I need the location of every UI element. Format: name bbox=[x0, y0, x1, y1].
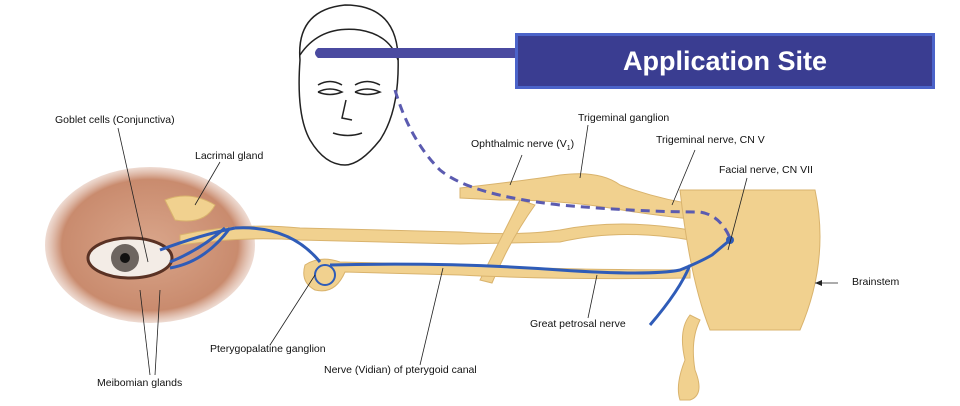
face-sketch bbox=[298, 4, 399, 166]
label-trigeminal-nerve: Trigeminal nerve, CN V bbox=[656, 134, 765, 146]
dashed-pathway bbox=[393, 89, 732, 239]
nerve-pathways bbox=[164, 173, 821, 401]
label-goblet-cells: Goblet cells (Conjunctiva) bbox=[55, 114, 175, 126]
leader-lines bbox=[117, 124, 838, 376]
label-meibomian-glands: Meibomian glands bbox=[97, 377, 183, 389]
label-great-petrosal-nerve: Great petrosal nerve bbox=[530, 318, 626, 330]
parasympathetic-pathway bbox=[159, 226, 731, 326]
label-trigeminal-ganglion: Trigeminal ganglion bbox=[578, 112, 670, 124]
label-facial-nerve: Facial nerve, CN VII bbox=[719, 164, 813, 176]
callout-label: Application Site bbox=[622, 45, 828, 76]
label-vidian-nerve: Nerve (Vidian) of pterygoid canal bbox=[324, 364, 477, 376]
label-ophthalmic-end: ) bbox=[570, 138, 575, 150]
label-brainstem: Brainstem bbox=[852, 276, 900, 288]
label-ophthalmic-sub: 1 bbox=[566, 145, 571, 153]
label-ophthalmic-text: Ophthalmic nerve (V bbox=[471, 138, 567, 150]
application-site-callout: Application Site bbox=[515, 33, 935, 89]
label-ophthalmic-nerve: Ophthalmic nerve (V1) bbox=[471, 138, 574, 152]
application-pointer bbox=[315, 48, 515, 58]
label-pterygopalatine-ganglion: Pterygopalatine ganglion bbox=[210, 343, 326, 355]
label-lacrimal-gland: Lacrimal gland bbox=[195, 150, 264, 162]
